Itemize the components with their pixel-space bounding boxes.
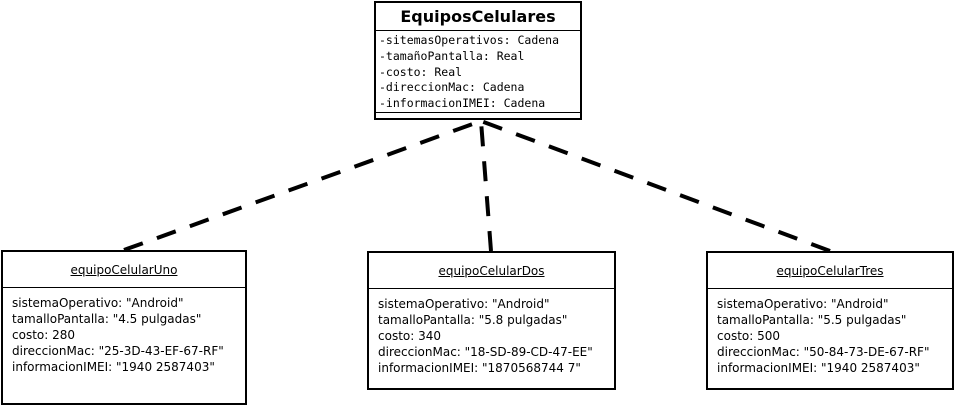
- object-slot: informacionIMEI: "1870568744 7": [378, 361, 581, 375]
- object-slots: sistemaOperativo: "Android" tamalloPanta…: [708, 289, 952, 376]
- connector-dos-to-class: [479, 120, 493, 252]
- class-attributes: -sitemasOperativos: Cadena -tamañoPantal…: [376, 31, 580, 113]
- object-box-equipo-celular-tres[interactable]: equipoCelularTres sistemaOperativo: "And…: [706, 251, 954, 390]
- class-box-equipos-celulares[interactable]: EquiposCelulares -sitemasOperativos: Cad…: [374, 1, 582, 120]
- object-name: equipoCelularDos: [369, 253, 614, 289]
- object-box-equipo-celular-uno[interactable]: equipoCelularUno sistemaOperativo: "Andr…: [1, 250, 247, 405]
- object-slot: costo: 280: [12, 328, 75, 342]
- class-attribute: -sitemasOperativos: Cadena: [379, 33, 560, 47]
- object-slot: tamalloPantalla: "5.5 pulgadas": [717, 313, 907, 327]
- object-slot: informacionIMEI: "1940 2587403": [12, 360, 215, 374]
- object-slot: direccionMac: "50-84-73-DE-67-RF": [717, 345, 930, 359]
- class-attribute: -tamañoPantalla: Real: [379, 48, 525, 63]
- object-name: equipoCelularTres: [708, 253, 952, 289]
- object-slot: sistemaOperativo: "Android": [12, 296, 184, 310]
- object-slots: sistemaOperativo: "Android" tamalloPanta…: [3, 288, 245, 375]
- object-slot: tamalloPantalla: "4.5 pulgadas": [12, 312, 202, 326]
- object-slots: sistemaOperativo: "Android" tamalloPanta…: [369, 289, 614, 376]
- connector-uno-to-class: [123, 119, 482, 252]
- object-slot: sistemaOperativo: "Android": [717, 297, 889, 311]
- object-box-equipo-celular-dos[interactable]: equipoCelularDos sistemaOperativo: "Andr…: [367, 251, 616, 390]
- object-slot: tamalloPantalla: "5.8 pulgadas": [378, 313, 568, 327]
- class-attribute: -costo: Real: [379, 64, 463, 79]
- class-name: EquiposCelulares: [376, 3, 580, 31]
- object-slot: informacionIMEI: "1940 2587403": [717, 361, 920, 375]
- connector-tres-to-class: [480, 119, 831, 253]
- object-slot: direccionMac: "25-3D-43-EF-67-RF": [12, 344, 224, 358]
- class-attribute: -informacionIMEI: Cadena: [379, 96, 546, 111]
- class-attribute: -direccionMac: Cadena: [379, 80, 525, 95]
- object-name: equipoCelularUno: [3, 252, 245, 288]
- object-slot: costo: 500: [717, 329, 780, 343]
- object-slot: sistemaOperativo: "Android": [378, 297, 550, 311]
- object-slot: direccionMac: "18-SD-89-CD-47-EE": [378, 345, 593, 359]
- object-slot: costo: 340: [378, 329, 441, 343]
